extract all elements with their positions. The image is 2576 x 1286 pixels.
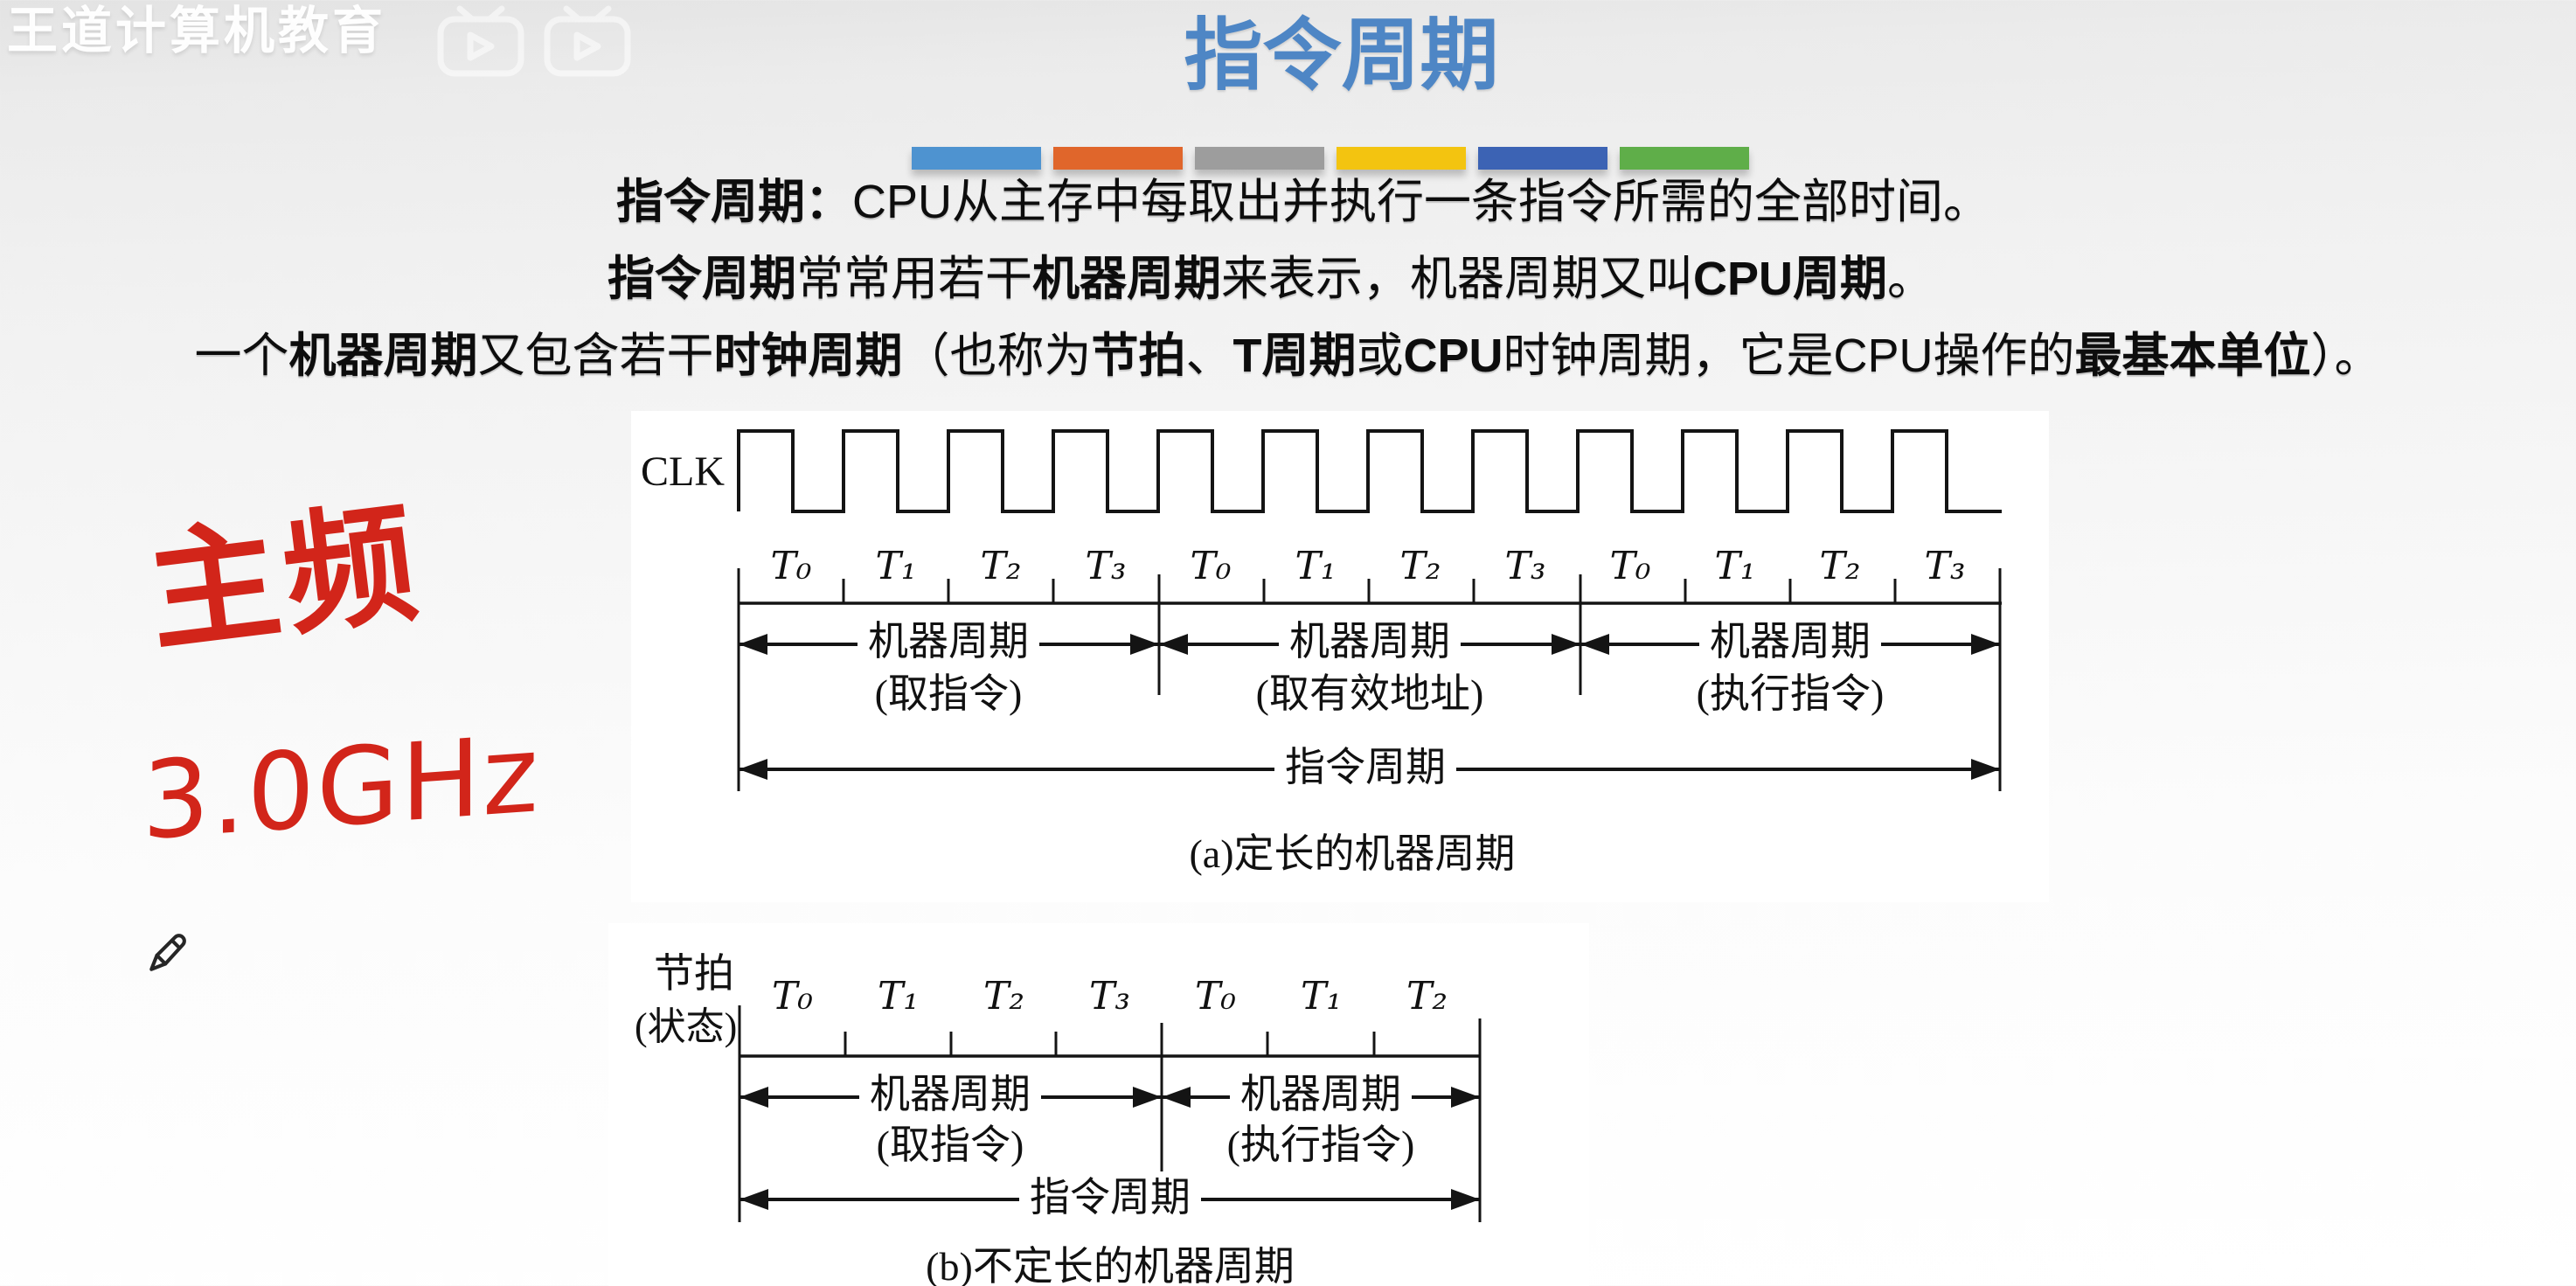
- t-label: T₂: [1819, 544, 1861, 588]
- watermark-brand: 王道计算机教育: [7, 3, 387, 59]
- instruction-cycle-label: 指令周期: [1274, 745, 1456, 791]
- beat-axis-sublabel: (状态): [635, 1005, 738, 1048]
- machine-cycle-label: 机器周期: [1230, 1072, 1412, 1118]
- divider-bar: [1336, 147, 1466, 170]
- divider-bar: [1052, 147, 1183, 170]
- figure-b-caption: (b)不定长的机器周期: [926, 1244, 1295, 1286]
- intro-line-3: 一个机器周期又包含若干时钟周期（也称为节拍、T周期或CPU时钟周期，它是CPU操…: [194, 330, 2382, 382]
- t-label: T₀: [1195, 974, 1236, 1018]
- t-label: T₁: [878, 974, 919, 1018]
- t-label: T₁: [1301, 974, 1342, 1018]
- t-label: T₀: [772, 974, 813, 1018]
- title-divider: [0, 147, 2576, 170]
- figure-a-caption: (a)定长的机器周期: [1189, 831, 1516, 876]
- t-label: T₀: [1190, 544, 1232, 588]
- divider-bar: [1477, 147, 1607, 170]
- pencil-icon: [149, 934, 186, 971]
- t-label: T₃: [1504, 544, 1546, 588]
- t-label: T₁: [1714, 544, 1756, 588]
- machine-cycle-label: 机器周期: [858, 619, 1039, 665]
- t-label: T₀: [1609, 544, 1651, 588]
- t-label: T₃: [1085, 544, 1127, 588]
- machine-cycle-sublabel: (执行指令): [1226, 1123, 1415, 1167]
- page-title: 指令周期: [1184, 13, 1499, 100]
- machine-cycle-label: 机器周期: [1699, 619, 1881, 665]
- machine-cycle-label: 机器周期: [1279, 619, 1461, 665]
- divider-bar: [1619, 147, 1749, 170]
- intro-line-2: 指令周期常常用若干机器周期来表示，机器周期又叫CPU周期。: [608, 253, 1935, 305]
- machine-cycle-sublabel: (取有效地址): [1255, 671, 1484, 716]
- t-label: T₃: [1924, 544, 1966, 588]
- machine-cycle-sublabel: (执行指令): [1696, 671, 1885, 716]
- instruction-cycle-label: 指令周期: [1019, 1175, 1201, 1221]
- machine-cycle-sublabel: (取指令): [876, 1123, 1024, 1167]
- t-label: T₂: [1406, 974, 1448, 1018]
- handwritten-term: 主频: [140, 486, 430, 671]
- handwritten-value: 3.0GHz: [142, 711, 540, 865]
- header: 指令周期: [0, 5, 2576, 108]
- beat-axis-label: 节拍: [654, 951, 734, 996]
- t-label: T₁: [1295, 544, 1337, 588]
- machine-cycle-label: 机器周期: [859, 1072, 1041, 1118]
- t-label: T₂: [980, 544, 1022, 588]
- machine-cycle-sublabel: (取指令): [874, 671, 1023, 716]
- t-label: T₂: [983, 974, 1024, 1018]
- divider-bar: [1194, 147, 1324, 170]
- clk-label: CLK: [641, 448, 725, 495]
- t-label: T₁: [875, 544, 917, 588]
- figure-b-t-labels: T₀ T₁ T₂ T₃ T₀ T₁ T₂: [739, 974, 1480, 1018]
- divider-bar: [911, 147, 1041, 170]
- t-label: T₂: [1399, 544, 1441, 588]
- t-label: T₃: [1089, 974, 1130, 1018]
- bilibili-badge-icon: [437, 5, 631, 77]
- t-label: T₀: [770, 544, 812, 588]
- intro-line-1: 指令周期：CPU从主存中每取出并执行一条指令所需的全部时间。: [616, 176, 1991, 228]
- figure-a-t-labels: T₀ T₁ T₂ T₃ T₀ T₁ T₂ T₃ T₀ T₁ T₂ T₃: [739, 544, 1997, 588]
